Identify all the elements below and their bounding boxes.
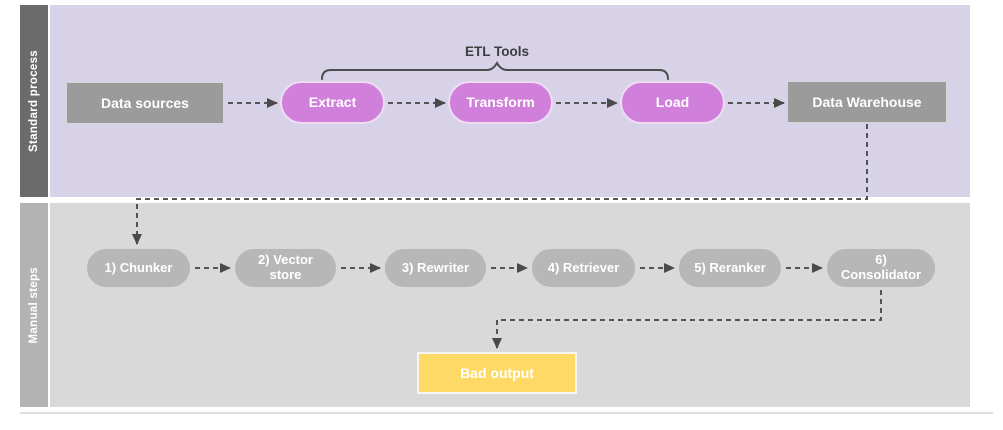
node-retriever: 4) Retriever xyxy=(530,247,637,289)
node-load: Load xyxy=(620,81,725,124)
node-data-warehouse: Data Warehouse xyxy=(787,81,947,123)
lane-label-manual-steps: Manual steps xyxy=(28,266,40,344)
node-transform: Transform xyxy=(448,81,553,124)
node-consolidator: 6) Consolidator xyxy=(825,247,937,289)
node-reranker: 5) Reranker xyxy=(677,247,783,289)
lane-header-standard-process: Standard process xyxy=(20,5,48,197)
etl-tools-group-label: ETL Tools xyxy=(465,44,529,59)
node-extract: Extract xyxy=(280,81,385,124)
node-rewriter: 3) Rewriter xyxy=(383,247,488,289)
node-data-sources: Data sources xyxy=(66,82,224,124)
lane-header-manual-steps: Manual steps xyxy=(20,203,48,407)
node-chunker: 1) Chunker xyxy=(85,247,192,289)
lane-label-standard-process: Standard process xyxy=(28,50,40,152)
node-vector-store: 2) Vector store xyxy=(233,247,338,289)
node-bad-output: Bad output xyxy=(417,352,577,394)
bottom-divider xyxy=(20,412,993,414)
